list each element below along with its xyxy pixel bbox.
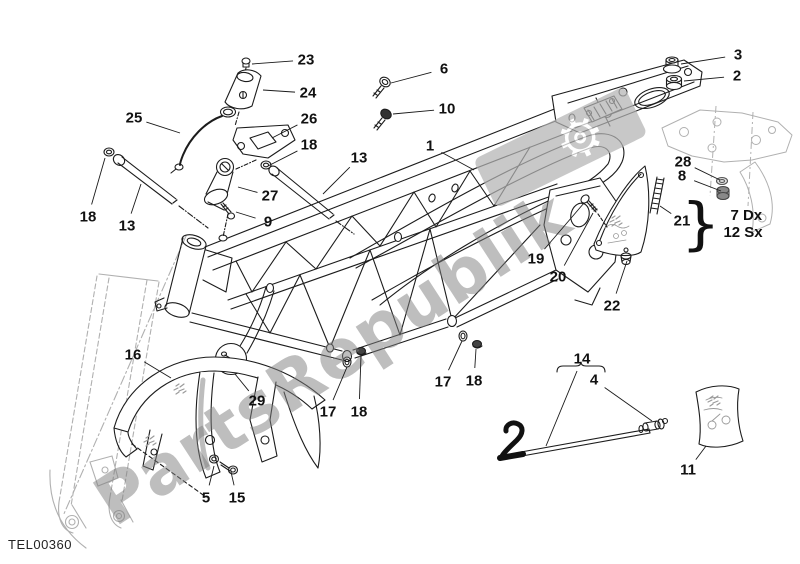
washer-28: [715, 176, 729, 186]
bolt-15: [219, 461, 239, 475]
main-frame-trellis: [189, 105, 573, 363]
nut-2: [665, 74, 683, 91]
gear-icon: [560, 117, 600, 158]
seat-loop-tube: [349, 133, 625, 306]
watermark: PartsRepublik: [81, 88, 646, 542]
leader-line-18: [474, 348, 477, 369]
leader-line-18: [91, 157, 106, 205]
side-stand-detail-arm: [239, 286, 275, 354]
leader-line-11: [695, 445, 707, 460]
screw-9: [220, 202, 236, 220]
leader-line-28: [694, 167, 721, 181]
leader-line-27: [237, 186, 258, 193]
decal-patch-11: [695, 385, 744, 448]
leader-line-13: [322, 166, 351, 195]
leader-line-5: [208, 465, 215, 486]
bushing-17-right: [458, 330, 468, 342]
bolt-13-left: [103, 147, 209, 229]
variant-right-label: 7 Dx: [730, 207, 763, 224]
cap-nut-23: [241, 57, 251, 68]
bolt-6: [372, 76, 391, 99]
leader-line-18: [267, 150, 298, 167]
mount-plate-26: [232, 124, 296, 159]
leader-line-17: [448, 340, 463, 371]
leader-line-3: [680, 56, 726, 65]
nut-8: [716, 185, 730, 201]
rear-support-bracket: [661, 105, 793, 233]
leader-line-26: [271, 124, 298, 139]
rubber-strip-21: [649, 176, 665, 215]
side-panel: [593, 165, 650, 257]
leader-line-4: [604, 387, 653, 422]
leader-line-13: [130, 183, 142, 214]
leader-line-25: [146, 121, 181, 134]
variant-left-label: 12 Sx: [723, 224, 763, 241]
leader-line-22: [615, 260, 628, 294]
leader-line-29: [234, 373, 250, 392]
cable-ring-25: [170, 106, 237, 174]
leader-line-6: [390, 71, 432, 84]
screw-19-20: [580, 194, 608, 228]
ignition-lock-group: [170, 57, 296, 238]
washer-5: [208, 454, 220, 464]
variant-note: } 7 Dx 12 Sx: [681, 189, 763, 258]
leader-line-1: [441, 151, 475, 171]
leader-line-23: [251, 60, 294, 65]
leader-line-14: [545, 370, 578, 447]
leader-line-10: [392, 109, 435, 115]
leader-line-19: [544, 202, 585, 250]
cap-18-right: [471, 339, 483, 349]
cap-18-mid: [355, 346, 367, 356]
leader-line-8: [693, 180, 722, 192]
leader-line-18: [359, 355, 362, 400]
bolt-10: [373, 108, 392, 131]
watermark-text: PartsRepublik: [81, 176, 586, 542]
leader-line-layer: [91, 56, 726, 486]
rod-end-fitting-4: [638, 417, 669, 434]
lock-cover-24: [224, 69, 262, 110]
leader-line-15: [230, 471, 235, 486]
retaining-rod-14: [497, 420, 651, 461]
brace-glyph: }: [681, 189, 721, 258]
bolt-13-right: [260, 160, 355, 235]
bushing-3: [662, 56, 682, 74]
steering-head-tube: [154, 234, 233, 318]
leader-line-16: [143, 361, 172, 379]
drawing-code: TEL00360: [8, 537, 72, 552]
leader-line-2: [683, 76, 725, 82]
bracket-over-14: [556, 361, 606, 373]
leader-line-9: [235, 211, 256, 219]
lock-cylinder-27: [203, 157, 235, 211]
leader-line-17: [332, 366, 348, 401]
front-fork: [49, 235, 187, 549]
leader-line-24: [262, 89, 296, 93]
leader-line-21: [659, 205, 672, 215]
leader-line-20: [563, 212, 594, 266]
nut-22: [620, 252, 632, 266]
watermark-logo: [475, 88, 646, 206]
